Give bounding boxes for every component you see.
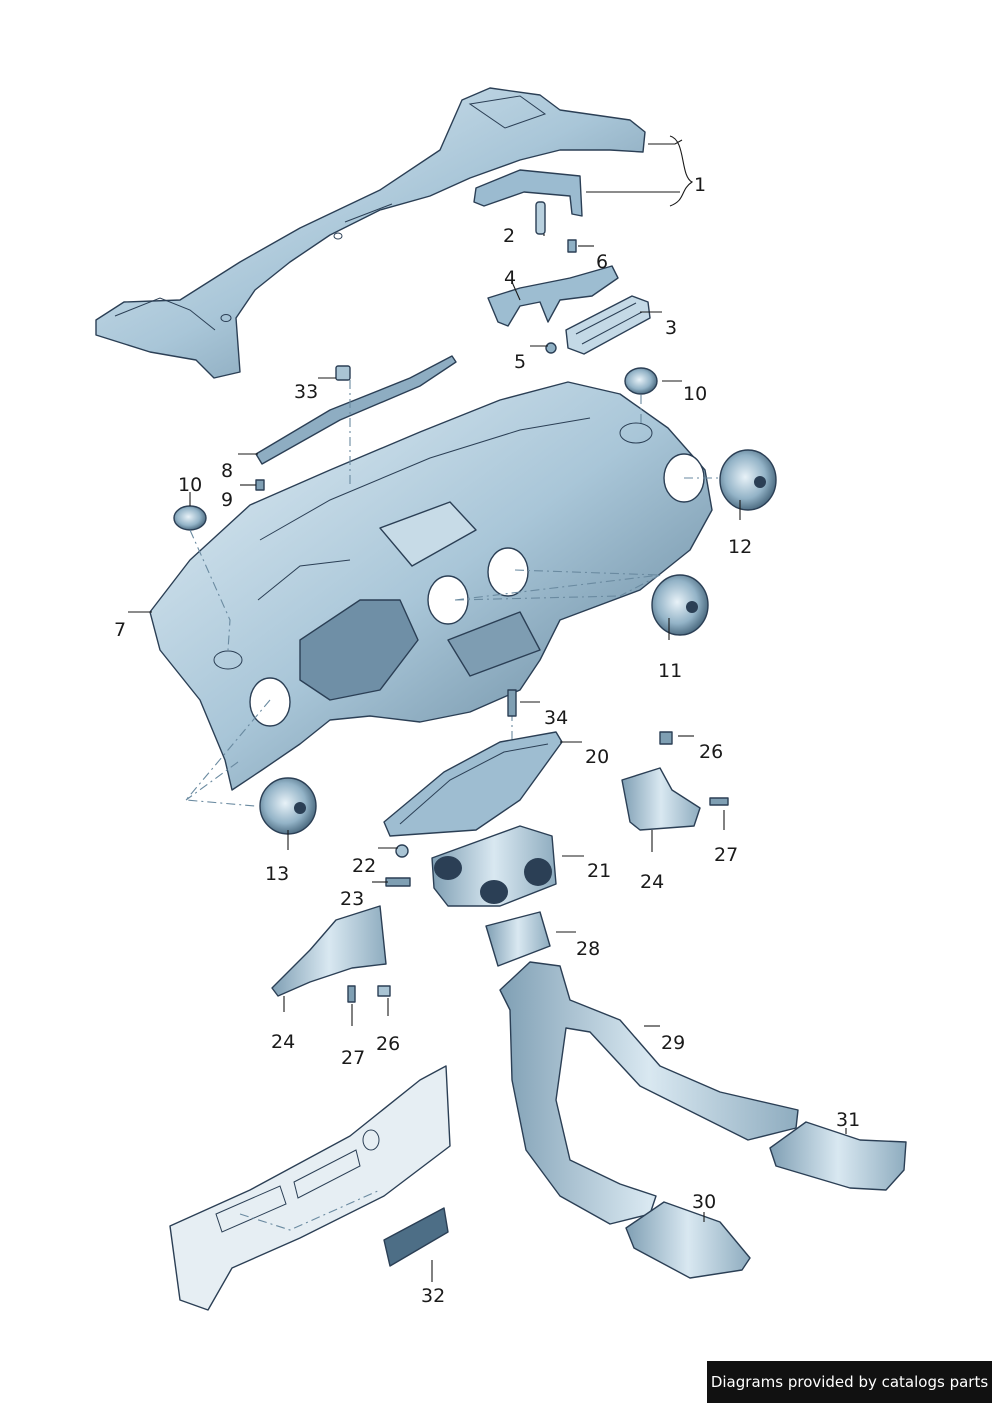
duct-connector bbox=[485, 911, 551, 967]
vent-13 bbox=[259, 777, 317, 835]
side-duct-right bbox=[621, 731, 729, 831]
rear-body-panel bbox=[169, 1065, 451, 1311]
callout-label: 27 bbox=[714, 844, 738, 866]
alignment-line bbox=[454, 569, 661, 601]
callout-label: 22 bbox=[352, 855, 376, 877]
callout-label: 23 bbox=[340, 888, 364, 910]
duct-end-31 bbox=[769, 1121, 907, 1191]
callout-label: 13 bbox=[265, 863, 289, 885]
rear-vent-grille bbox=[383, 1207, 449, 1267]
vent-round-10-left bbox=[173, 505, 207, 531]
callout-label: 4 bbox=[504, 267, 516, 289]
callout-label: 31 bbox=[836, 1109, 860, 1131]
plenum-panel bbox=[95, 87, 646, 379]
callout-label: 2 bbox=[503, 225, 515, 247]
vent-12 bbox=[719, 449, 777, 511]
leader-lines bbox=[128, 135, 847, 1282]
callout-label: 10 bbox=[683, 383, 707, 405]
callout-numbers: 1 2 3 4 5 6 7 8 9 10 10 11 12 13 20 21 2… bbox=[114, 174, 860, 1307]
side-duct-left bbox=[271, 905, 391, 1003]
callout-label: 9 bbox=[221, 489, 233, 511]
speaker-grille bbox=[565, 295, 651, 355]
callout-label: 30 bbox=[692, 1191, 716, 1213]
callout-label: 32 bbox=[421, 1285, 445, 1307]
defrost-strip bbox=[255, 355, 457, 491]
callout-label: 33 bbox=[294, 381, 318, 403]
callout-label: 1 bbox=[694, 174, 706, 196]
callout-label: 6 bbox=[596, 251, 608, 273]
center-tray bbox=[383, 731, 563, 837]
alignment-line bbox=[184, 699, 271, 807]
callout-label: 21 bbox=[587, 860, 611, 882]
callout-label: 26 bbox=[376, 1033, 400, 1055]
callout-label: 27 bbox=[341, 1047, 365, 1069]
pin-part bbox=[507, 689, 517, 717]
callout-label: 28 bbox=[576, 938, 600, 960]
plenum-bracket bbox=[473, 169, 583, 217]
callout-label: 24 bbox=[640, 871, 664, 893]
callout-label: 34 bbox=[544, 707, 568, 729]
callout-label: 12 bbox=[728, 536, 752, 558]
callout-label: 5 bbox=[514, 351, 526, 373]
callout-label: 7 bbox=[114, 619, 126, 641]
callout-label: 3 bbox=[665, 317, 677, 339]
callout-label: 20 bbox=[585, 746, 609, 768]
rear-floor-duct bbox=[499, 961, 799, 1225]
nut-part bbox=[545, 342, 557, 354]
clip-part bbox=[395, 844, 409, 858]
screw-part bbox=[385, 877, 411, 887]
credit-banner: Diagrams provided by catalogs parts bbox=[707, 1361, 992, 1403]
callout-label: 11 bbox=[658, 660, 682, 682]
screw-part bbox=[567, 239, 577, 253]
alignment-line bbox=[189, 529, 231, 651]
dashboard-panel bbox=[149, 381, 713, 791]
callout-label: 10 bbox=[178, 474, 202, 496]
callout-label: 8 bbox=[221, 460, 233, 482]
callout-label: 26 bbox=[699, 741, 723, 763]
vent-round-10-right bbox=[624, 367, 658, 395]
center-duct bbox=[431, 825, 557, 907]
vent-11 bbox=[651, 574, 709, 636]
duct-end-30 bbox=[625, 1201, 751, 1279]
callout-label: 29 bbox=[661, 1032, 685, 1054]
pin-part bbox=[535, 201, 546, 235]
callout-label: 24 bbox=[271, 1031, 295, 1053]
center-bracket bbox=[487, 265, 619, 327]
